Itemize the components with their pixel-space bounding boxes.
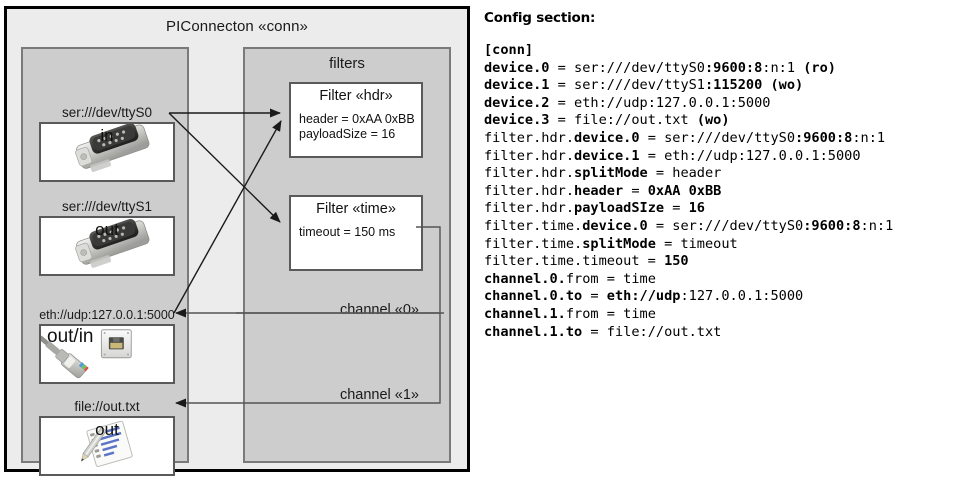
config-line: filter.hdr.splitMode = header [484, 165, 722, 182]
config-line: [conn] [484, 42, 534, 58]
filter-property: payloadSize = 16 [299, 127, 396, 141]
config-line: channel.0.to = eth://udp:127.0.0.1:5000 [484, 288, 804, 305]
device-box[interactable]: out [39, 416, 175, 476]
text-file-pencil-icon [80, 420, 133, 467]
config-line: filter.hdr.device.1 = eth://udp:127.0.0.… [484, 147, 861, 164]
serial-db9-connector-icon [75, 219, 150, 268]
config-line: filter.time.timeout = 150 [484, 253, 689, 270]
config-line: filter.time.splitMode = timeout [484, 235, 738, 252]
config-line: filter.hdr.device.0 = ser:///dev/ttyS0:9… [484, 129, 886, 146]
config-line: device.1 = ser:///dev/ttyS1:115200 (wo) [484, 77, 804, 94]
config-line: channel.1.from = time [484, 305, 656, 322]
device-ser-ttys1[interactable]: ser:///dev/ttyS1 out [39, 199, 175, 276]
config-line: filter.hdr.payloadSIze = 16 [484, 200, 705, 217]
serial-db9-connector-icon [75, 124, 150, 173]
config-line: device.0 = ser:///dev/ttyS0:9600:8:n:1 (… [484, 59, 836, 76]
config-section: Config section: [conn]device.0 = ser:///… [482, 6, 960, 476]
filter-time-box[interactable]: Filter «time» timeout = 150 ms [289, 195, 423, 271]
channel-1-label: channel «1» [339, 387, 419, 403]
filter-properties: timeout = 150 ms [299, 225, 421, 240]
device-caption: ser:///dev/ttyS1 [61, 199, 153, 214]
filter-properties: header = 0xAA 0xBB payloadSize = 16 [299, 112, 421, 142]
config-line: channel.0.from = time [484, 270, 656, 287]
device-direction-label: in [100, 126, 114, 145]
device-direction-label: out [95, 220, 119, 239]
config-line: filter.hdr.header = 0xAA 0xBB [484, 182, 722, 199]
filter-hdr-box[interactable]: Filter «hdr» header = 0xAA 0xBB payloadS… [289, 82, 423, 158]
filter-title: Filter «time» [316, 201, 396, 217]
connector-diagram-frame: PIConnecton «conn» ser:///dev/ttyS0 in [4, 6, 470, 476]
config-line: filter.time.device.0 = ser:///dev/ttyS0:… [484, 217, 894, 234]
filters-panel-title: filters [329, 55, 365, 72]
device-box[interactable]: out [39, 216, 175, 276]
diagram-title: PIConnecton «conn» [166, 18, 308, 35]
device-file-out[interactable]: file://out.txt out [39, 399, 175, 476]
device-box[interactable]: in [39, 122, 175, 182]
config-line: device.3 = file://out.txt (wo) [484, 112, 730, 129]
filter-property: header = 0xAA 0xBB [299, 112, 415, 126]
device-direction-label: out [95, 420, 119, 439]
filter-property: timeout = 150 ms [299, 225, 396, 239]
config-lines: [conn]device.0 = ser:///dev/ttyS0:9600:8… [484, 42, 960, 341]
config-line: device.2 = eth://udp:127.0.0.1:5000 [484, 94, 771, 111]
config-section-heading: Config section: [484, 10, 596, 26]
device-box[interactable]: out/in [39, 324, 175, 384]
device-caption: ser:///dev/ttyS0 [61, 105, 153, 120]
device-eth-udp[interactable]: eth://udp:127.0.0.1:5000 out/in [39, 307, 175, 384]
device-caption: file://out.txt [74, 399, 140, 414]
ethernet-rj45-jack-icon [41, 329, 132, 379]
device-caption: eth://udp:127.0.0.1:5000 [39, 308, 175, 322]
filter-title: Filter «hdr» [319, 88, 393, 104]
devices-panel: ser:///dev/ttyS0 in [21, 47, 189, 476]
channel-0-label: channel «0» [339, 302, 419, 318]
device-direction-label: out/in [47, 326, 94, 347]
device-ser-ttys0[interactable]: ser:///dev/ttyS0 in [39, 105, 175, 182]
config-line: channel.1.to = file://out.txt [484, 323, 722, 340]
